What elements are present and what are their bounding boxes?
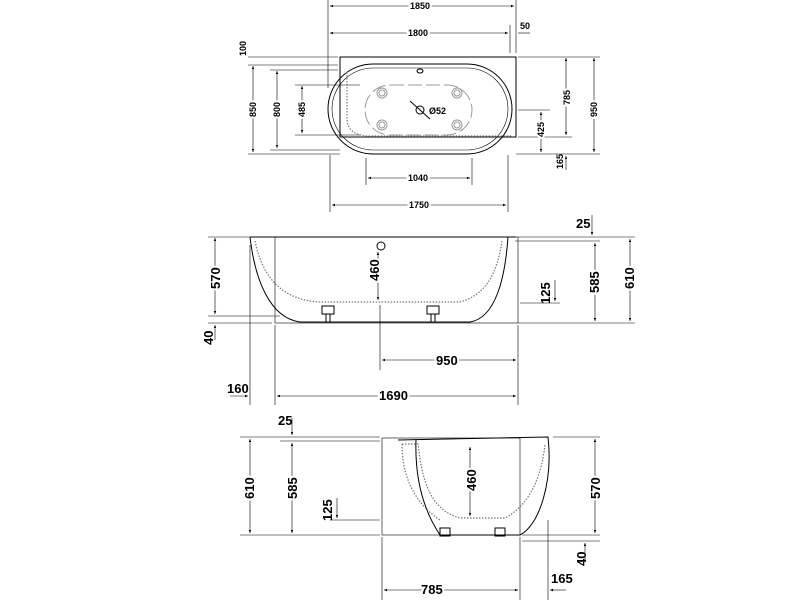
dim-base-length: 1690 xyxy=(379,388,408,403)
dim-inner-height: 570 xyxy=(588,477,603,499)
dim-rim-thickness: 25 xyxy=(278,413,292,428)
dim-overall-length: 1850 xyxy=(410,1,430,11)
dim-floor-height: 125 xyxy=(538,282,553,304)
dim-total-height: 610 xyxy=(242,477,257,499)
dim-oval-length: 1750 xyxy=(409,200,429,210)
overflow-icon xyxy=(416,68,424,74)
dim-feet-height: 40 xyxy=(201,331,216,345)
dim-drain-offset: 425 xyxy=(536,122,546,137)
dim-front-offset: 165 xyxy=(555,154,565,169)
side-tub-profile xyxy=(249,236,516,323)
end-tub-profile xyxy=(397,436,550,536)
tub-outer-rim xyxy=(327,63,513,155)
dim-feet-height: 40 xyxy=(574,552,589,566)
dim-water-depth: 460 xyxy=(464,469,479,491)
dim-overhang: 165 xyxy=(551,571,573,586)
dim-base-depth: 785 xyxy=(421,582,443,597)
jet-icons xyxy=(376,87,463,131)
top-view: 1850 1800 50 100 850 800 485 Ø52 785 950… xyxy=(238,0,601,212)
side-view: 25 570 460 125 585 610 40 950 160 1690 xyxy=(201,215,639,405)
feet-icons xyxy=(321,305,440,323)
dim-drain-position: 950 xyxy=(436,353,458,368)
dim-rim-thickness: 25 xyxy=(576,216,590,231)
dim-panel-depth: 785 xyxy=(562,90,572,105)
dim-panel-offset: 50 xyxy=(520,21,530,31)
overflow-icon xyxy=(376,241,386,251)
dim-total-depth: 950 xyxy=(589,102,599,117)
side-panel-outline xyxy=(274,236,519,324)
dim-overhang: 160 xyxy=(227,381,249,396)
dim-top-gap: 100 xyxy=(238,41,248,56)
dim-inner-height: 570 xyxy=(208,267,223,289)
dim-water-depth: 460 xyxy=(367,259,382,281)
dim-total-height: 610 xyxy=(622,267,637,289)
dim-drain-diameter: Ø52 xyxy=(429,106,446,116)
end-view: 25 610 585 125 460 570 40 785 165 xyxy=(240,413,605,600)
wall-panel-outline xyxy=(339,56,517,138)
dim-jets-spacing-y: 485 xyxy=(297,102,307,117)
dim-floor-height: 125 xyxy=(320,499,335,521)
drain-icon xyxy=(409,100,431,120)
feet-icons xyxy=(439,527,506,537)
tub-inner-rim xyxy=(331,67,509,151)
end-panel-outline xyxy=(381,437,521,536)
dim-overall-width: 850 xyxy=(248,102,258,117)
dim-rim-height: 585 xyxy=(587,271,602,293)
dim-tub-width: 800 xyxy=(272,102,282,117)
dim-jets-spacing-x: 1040 xyxy=(408,173,428,183)
dim-tub-length: 1800 xyxy=(408,28,428,38)
dim-rim-height: 585 xyxy=(285,477,300,499)
